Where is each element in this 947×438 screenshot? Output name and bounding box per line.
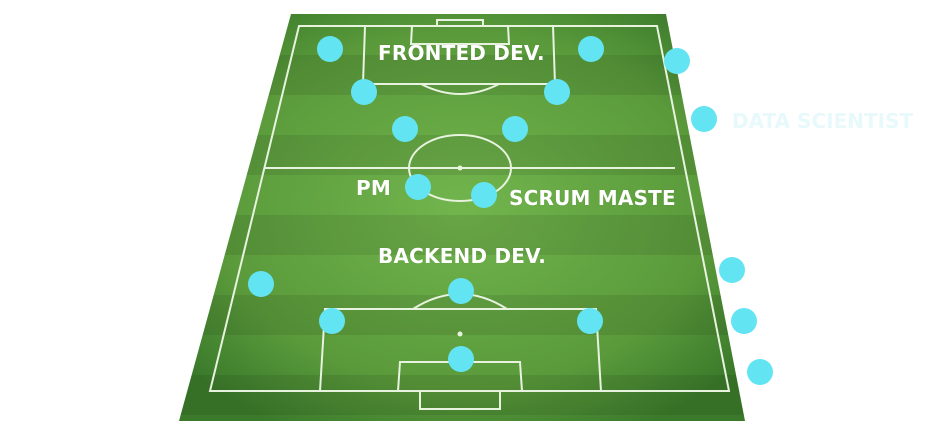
bench-player-dot[interactable] xyxy=(664,48,690,74)
player-dot[interactable] xyxy=(317,36,343,62)
top-goal-area xyxy=(409,25,511,45)
outer-boundary xyxy=(208,25,731,392)
label-fronted-dev: FRONTED DEV. xyxy=(378,41,545,65)
label-scrum-master: SCRUM MASTE xyxy=(509,186,676,210)
player-dot[interactable] xyxy=(351,79,377,105)
player-dot[interactable] xyxy=(405,174,431,200)
bottom-penalty-area xyxy=(319,308,602,392)
player-dot[interactable] xyxy=(319,308,345,334)
center-circle xyxy=(408,134,512,202)
player-dot[interactable] xyxy=(392,116,418,142)
player-dot[interactable] xyxy=(577,308,603,334)
player-dot[interactable] xyxy=(578,36,604,62)
player-dot[interactable] xyxy=(502,116,528,142)
bottom-goal xyxy=(419,391,501,410)
player-dot[interactable] xyxy=(448,346,474,372)
player-dot[interactable] xyxy=(471,182,497,208)
bench-player-dot[interactable] xyxy=(691,106,717,132)
bench-player-dot[interactable] xyxy=(719,257,745,283)
label-backend-dev: BACKEND DEV. xyxy=(378,244,547,268)
pitch-lines xyxy=(208,19,731,410)
label-pm: PM xyxy=(356,176,391,200)
top-penalty-arc xyxy=(420,83,500,95)
top-goal xyxy=(436,19,484,26)
player-dot[interactable] xyxy=(248,271,274,297)
bench-player-dot[interactable] xyxy=(731,308,757,334)
pitch-spots xyxy=(457,165,463,337)
player-dot[interactable] xyxy=(544,79,570,105)
bench-player-dot[interactable] xyxy=(747,359,773,385)
player-dot[interactable] xyxy=(448,278,474,304)
top-penalty-area xyxy=(361,25,557,85)
label-data-scientist: DATA SCIENTIST xyxy=(732,109,914,133)
